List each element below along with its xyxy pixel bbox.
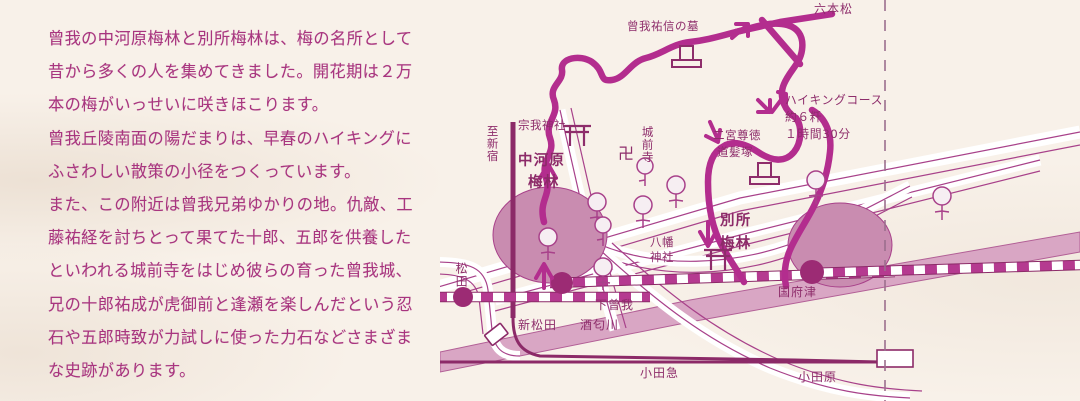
map-label-hiking-course: ハイキングコース [785,93,883,107]
grave-icons [671,45,780,185]
map-label-soga-sukenobu-grave: 曾我祐信の墓 [627,19,699,33]
torii-icons [563,124,732,270]
description-text-block: 曾我の中河原梅林と別所梅林は、梅の名所として 昔から多くの人を集めてきました。開… [48,22,440,387]
torii-icon [704,248,732,270]
map-label-jozenji: 城前寺 [640,126,655,164]
map-label-hiking-distance: 約６粁 [785,110,823,124]
tree-icon [806,170,826,204]
map-label-hachiman-1: 八幡 [650,235,674,249]
tree-icon [633,195,653,228]
grave-monument-icon [749,162,780,185]
map-label-ninomiya-1: 二宮尊徳 [713,128,761,142]
station-dot-kozu [800,260,824,284]
temple-manji-icon: 卍 [618,144,635,163]
tree-icons [538,157,952,290]
route-arrow-icon [534,262,554,290]
tree-icon [636,157,654,186]
tree-icon [593,257,613,290]
map-label-shin-matsuda: 新松田 [518,318,558,332]
route-arrow-icon [698,220,718,248]
tree-icon [538,227,558,260]
odakyu-line [440,317,881,364]
torii-icon [563,124,591,146]
map-graphics [440,0,1080,401]
map-label-bessho-2: 梅林 [720,236,752,252]
map-label-ropponmatsu: 六本松 [814,2,854,16]
grave-monument-icon [671,45,702,68]
station-box-odawara [876,349,914,368]
route-arrows [534,22,788,290]
map-label-sakawa-river: 酒匂川 [580,318,620,332]
map-label-kozu: 国府津 [778,285,818,299]
map-label-odawara: 小田原 [798,370,838,384]
area-map: 六本松 曾我祐信の墓 ハイキングコース 約６粁 １時間30分 二宮尊徳 道髪塚 … [440,0,1080,401]
map-label-bessho-1: 別所 [720,213,752,229]
station-dot-matsuda [453,287,473,307]
tree-icon [666,175,686,208]
map-label-soga-jinja: 宗我神社 [518,118,566,132]
map-label-hiking-time: １時間30分 [785,127,851,141]
tree-icon [594,216,612,246]
map-label-nakagawara-1: 中河原 [518,153,566,169]
tree-icon [932,186,952,220]
route-arrow-icon [756,98,772,114]
map-label-shimo-soga: 下曾我 [595,298,635,312]
map-label-odakyu: 小田急 [640,366,680,380]
map-label-nakagawara-2: 梅林 [528,175,560,191]
map-label-ninomiya-2: 道髪塚 [717,145,753,159]
map-label-hachiman-2: 神社 [650,250,674,264]
route-arrow-icon [538,162,558,192]
map-label-to-shinjuku: 至新宿 [485,125,500,163]
station-box-shinmatsuda [484,322,509,347]
route-arrow-icon [770,90,788,114]
route-arrow-icon [704,120,722,144]
tree-icon [587,192,607,226]
route-arrow-icon [730,22,750,40]
station-markers [453,260,914,368]
map-label-matsuda: 松田 [454,262,469,288]
description-paragraph: 曾我の中河原梅林と別所梅林は、梅の名所として 昔から多くの人を集めてきました。開… [48,29,413,381]
